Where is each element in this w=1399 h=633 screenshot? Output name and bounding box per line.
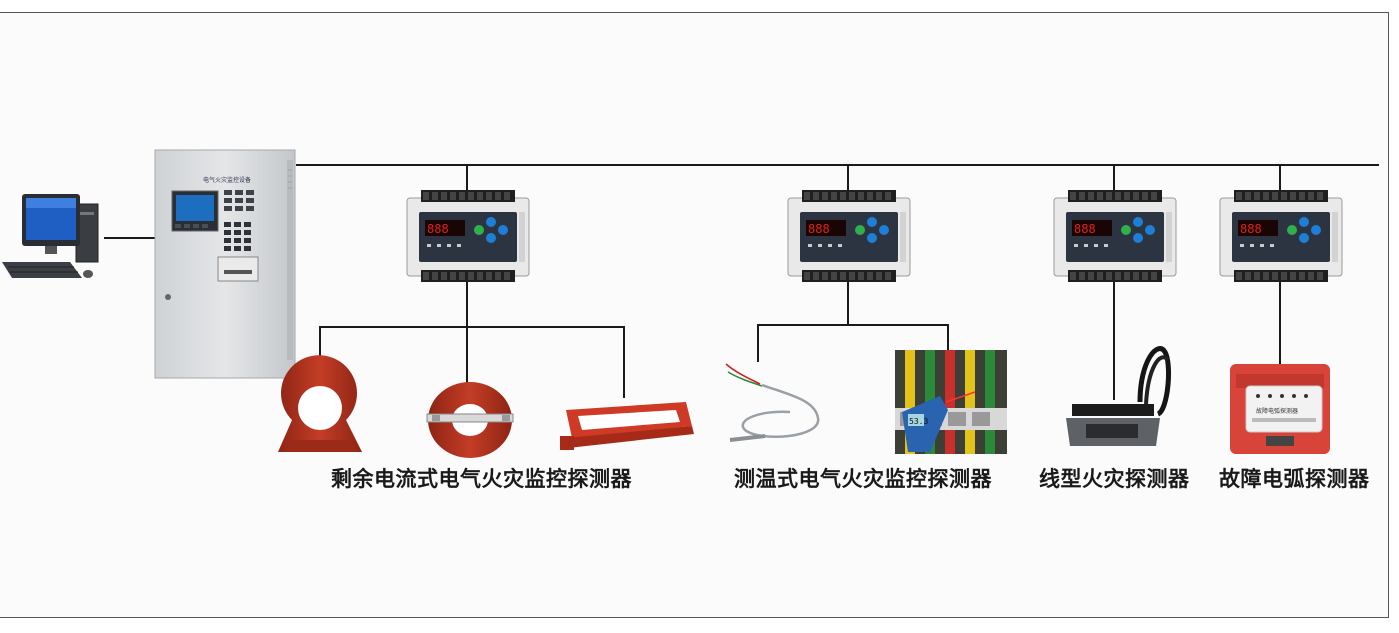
round-current-transformer xyxy=(278,355,362,452)
group-label-arc-fault: 故障电弧探测器 xyxy=(1219,467,1370,491)
cabinet-title: 电气火灾监控设备 xyxy=(203,176,251,184)
rectangular-current-transformer xyxy=(560,402,694,450)
split-core-current-transformer xyxy=(426,382,514,458)
monitor-module-1 xyxy=(406,189,530,283)
computer-icon xyxy=(2,194,99,278)
group-label-temperature: 测温式电气火灾监控探测器 xyxy=(734,467,992,491)
arc-detector-caption: 故障电弧探测器 xyxy=(1256,407,1298,415)
linear-heat-detector xyxy=(1066,346,1172,446)
monitor-module-4 xyxy=(1219,189,1343,283)
monitor-module-2 xyxy=(787,189,911,283)
infrared-thermometer-photo: 53.3 xyxy=(895,350,1007,454)
thermometer-reading: 53.3 xyxy=(909,417,928,426)
monitor-module-3 xyxy=(1053,189,1177,283)
arc-fault-detector: 故障电弧探测器 xyxy=(1230,364,1330,454)
control-cabinet: 电气火灾监控设备 xyxy=(154,149,296,379)
group-label-residual-current: 剩余电流式电气火灾监控探测器 xyxy=(331,467,632,491)
bus-wiring xyxy=(104,164,1379,400)
group-label-linear-detector: 线型火灾探测器 xyxy=(1039,467,1190,491)
temperature-probe-icon xyxy=(725,363,820,442)
